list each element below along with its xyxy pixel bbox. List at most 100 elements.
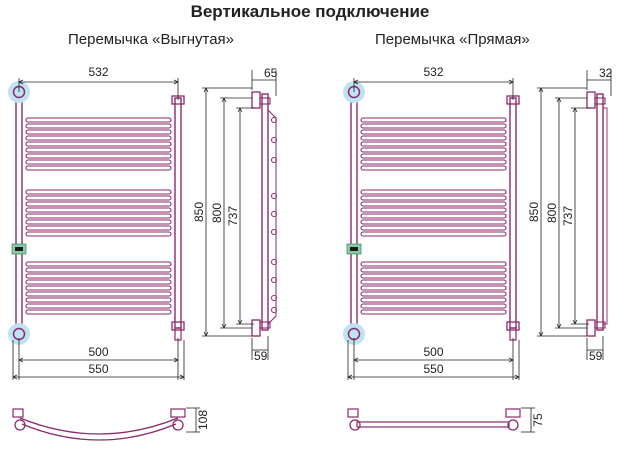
right-rung [360, 141, 507, 147]
left-rung [25, 285, 172, 291]
right-dim-plan-depth-label: 75 [531, 413, 545, 427]
left-rung [25, 303, 172, 309]
right-rung [360, 147, 507, 153]
left-side-bottom-cap [259, 321, 271, 329]
right-right-collector [509, 97, 517, 329]
right-dim-width-total-label: 550 [423, 362, 443, 376]
right-dim-height-mid-label: 800 [545, 203, 559, 223]
left-rung [25, 267, 172, 273]
left-rung [25, 309, 172, 315]
left-dim-width-inner-arrow-right [173, 357, 179, 363]
left-rung [25, 129, 172, 135]
right-dim-width-total-arrow-left [347, 374, 353, 380]
left-dim-height-mid-arrow-bottom [221, 323, 227, 329]
right-dim-height-total-arrow-bottom [538, 331, 544, 337]
right-rung [360, 117, 507, 123]
right-side-straight-rungs [602, 107, 608, 325]
left-rung [25, 195, 172, 201]
right-rung [360, 219, 507, 225]
left-dim-width-total-label: 550 [88, 362, 108, 376]
right-dim-width-inner-arrow-right [508, 357, 514, 363]
left-rung [25, 189, 172, 195]
left-rung [25, 201, 172, 207]
left-dim-height-total-arrow-bottom [203, 331, 209, 337]
right-dim-height-inner-arrow-bottom [572, 319, 578, 325]
right-dim-width-inner-arrow-left [353, 357, 359, 363]
right-rung [360, 261, 507, 267]
left-dim-width-total-arrow-left [12, 374, 18, 380]
page-title: Вертикальное подключение [190, 2, 430, 21]
right-plan-right-fitting [505, 408, 521, 418]
left-rung [25, 279, 172, 285]
left-subtitle: Перемычка «Выгнутая» [68, 31, 235, 48]
left-dim-height-inner-label: 737 [226, 206, 240, 226]
right-rung [360, 201, 507, 207]
right-left-collector [350, 91, 358, 335]
left-rung [25, 273, 172, 279]
right-connection-highlight [343, 323, 365, 345]
right-rung [360, 291, 507, 297]
left-dim-height-total-arrow-top [203, 87, 209, 93]
left-dim-height-inner-arrow-top [237, 107, 243, 113]
right-side-top-fitting [586, 91, 596, 109]
left-rung [25, 219, 172, 225]
right-dim-height-inner-arrow-top [572, 107, 578, 113]
left-dim-width-top-arrow-right [173, 79, 179, 85]
right-rung [360, 297, 507, 303]
left-rung [25, 147, 172, 153]
left-dim-height-total-label: 850 [192, 202, 206, 222]
left-rung [25, 213, 172, 219]
left-dim-width-top-arrow-left [18, 79, 24, 85]
left-side-top-fitting [251, 91, 261, 109]
right-plan-left-fitting [347, 408, 359, 418]
left-right-collector [174, 97, 182, 329]
left-rung [25, 165, 172, 171]
left-rung [25, 297, 172, 303]
left-side-top-cap [259, 97, 271, 105]
right-side-pipe [596, 93, 604, 331]
left-dim-width-inner-arrow-left [18, 357, 24, 363]
right-plan-straight-bar [356, 421, 510, 428]
right-dim-height-inner-label: 737 [561, 206, 575, 226]
right-dim-height-total-label: 850 [527, 202, 541, 222]
right-side-bottom-cap [594, 321, 606, 329]
left-plan-curved-bar [19, 417, 179, 435]
left-rung [25, 135, 172, 141]
right-rung [360, 159, 507, 165]
right-rung [360, 195, 507, 201]
right-dim-depth-bot-label: 59 [589, 349, 603, 363]
right-rung [360, 213, 507, 219]
left-rung [25, 207, 172, 213]
left-dim-height-mid-arrow-top [221, 97, 227, 103]
left-dim-width-inner-label: 500 [88, 345, 108, 359]
left-side-pipe [261, 93, 269, 331]
right-side-top-cap [594, 97, 606, 105]
right-rung [360, 309, 507, 315]
right-dim-width-top-arrow-right [508, 79, 514, 85]
right-mount-bracket [506, 321, 520, 331]
left-rung [25, 231, 172, 237]
left-plan-right-fitting [170, 408, 186, 418]
left-rung [25, 141, 172, 147]
left-plan-left-fitting [12, 408, 24, 418]
right-dim-width-top-arrow-left [353, 79, 359, 85]
left-dim-width-top-label: 532 [88, 65, 108, 79]
left-mount-bracket [171, 321, 185, 331]
right-rung [360, 153, 507, 159]
left-rung [25, 117, 172, 123]
right-rung [360, 165, 507, 171]
right-rung [360, 123, 507, 129]
right-dim-height-mid-arrow-bottom [556, 323, 562, 329]
right-rung [360, 303, 507, 309]
right-rung [360, 129, 507, 135]
left-rung [25, 261, 172, 267]
left-rung [25, 123, 172, 129]
right-rung [360, 135, 507, 141]
right-rung [360, 267, 507, 273]
left-rung [25, 225, 172, 231]
right-rung [360, 279, 507, 285]
left-valve-handle [15, 247, 23, 251]
left-dim-depth-bot-label: 59 [254, 349, 268, 363]
